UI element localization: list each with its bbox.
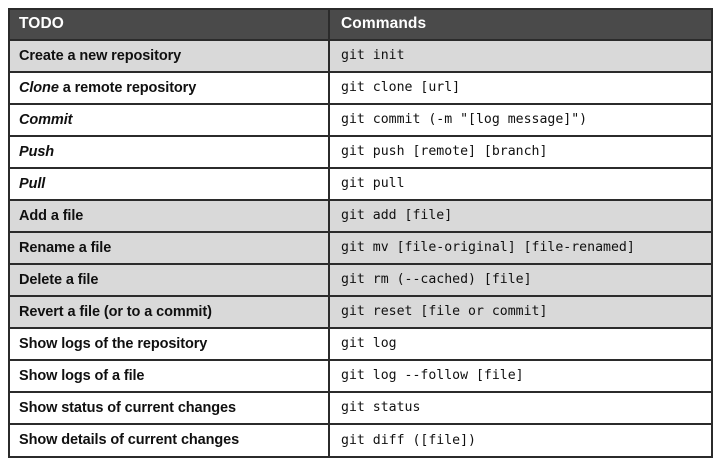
cell-command: git reset [file or commit] [328,295,711,328]
cell-command: git mv [file-original] [file-renamed] [328,231,711,264]
todo-text: Delete a file [19,271,99,288]
cell-command: git clone [url] [328,71,711,104]
cell-command: git log --follow [file] [328,359,711,392]
todo-text: a remote repository [58,79,197,96]
todo-text: Show logs of the repository [19,335,208,352]
table-row: Show logs of a file git log --follow [fil… [10,359,711,392]
cell-todo: Push [10,135,329,168]
table-row: Create a new repository git init [10,39,711,72]
header-row: TODO Commands [10,10,711,40]
git-cheatsheet-table-wrapper: TODO Commands Create a new repository git… [8,8,713,458]
cell-todo: Add a file [10,199,329,232]
table-header: TODO Commands [10,10,711,40]
table-row: Rename a file git mv [file-original] [fil… [10,231,711,264]
todo-text: Rename a file [19,239,112,256]
cell-command: git push [remote] [branch] [328,135,711,168]
cell-todo: Show logs of the repository [10,327,329,360]
cell-todo: Show status of current changes [10,391,329,424]
table-row: Revert a file (or to a commit) git reset … [10,295,711,328]
cell-command: git commit (-m "[log message]") [328,103,711,136]
table-row: Show logs of the repository git log [10,327,711,360]
cell-command: git status [328,391,711,424]
todo-text: Show details of current changes [19,432,240,448]
todo-text: Revert a file (or to a commit) [19,303,212,320]
git-cheatsheet-table: TODO Commands Create a new repository git… [10,10,711,456]
cell-command: git pull [328,167,711,200]
cell-command: git add [file] [328,199,711,232]
todo-keyword: Push [19,143,55,160]
cell-command: git rm (--cached) [file] [328,263,711,296]
table-row: Push git push [remote] [branch] [10,135,711,168]
cell-command: git diff ([file]) [328,423,711,456]
todo-keyword: Commit [19,111,73,128]
cell-todo: Show logs of a file [10,359,329,392]
cell-todo: Rename a file [10,231,329,264]
cell-todo: Create a new repository [10,39,329,72]
cell-todo: Delete a file [10,263,329,296]
table-row: Show details of current changes git diff … [10,423,711,456]
table-row: Delete a file git rm (--cached) [file] [10,263,711,296]
table-row: Pull git pull [10,167,711,200]
todo-text: Add a file [19,207,84,224]
table-row: Commit git commit (-m "[log message]") [10,103,711,136]
todo-text: Create a new repository [19,47,182,64]
cell-todo: Clone a remote repository [10,71,329,104]
table-row: Show status of current changes git status [10,391,711,424]
cell-todo: Pull [10,167,329,200]
cell-command: git log [328,327,711,360]
todo-keyword: Pull [19,175,46,192]
todo-keyword: Clone [19,79,59,96]
todo-text: Show logs of a file [19,367,145,384]
table-row: Add a file git add [file] [10,199,711,232]
cell-todo: Revert a file (or to a commit) [10,295,329,328]
cell-todo: Commit [10,103,329,136]
column-header-todo: TODO [19,15,64,32]
column-header-commands: Commands [328,10,711,40]
cell-todo: Show details of current changes [10,423,329,456]
todo-text: Show status of current changes [19,399,236,416]
cell-command: git init [328,39,711,72]
